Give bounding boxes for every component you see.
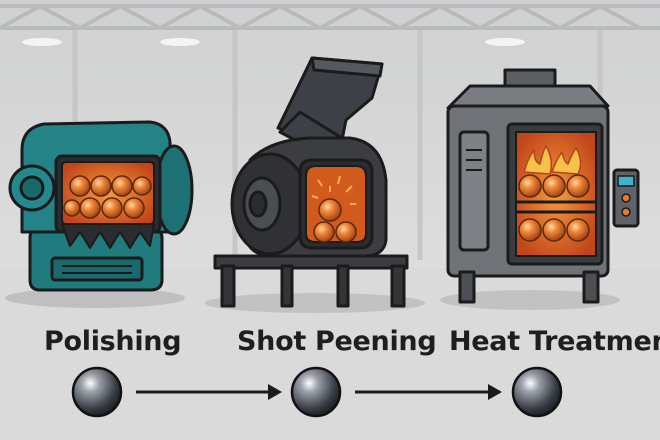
- stage-label-shot-peening: Shot Peening: [237, 326, 437, 357]
- polishing-machine: [8, 120, 194, 292]
- heat-treatment-furnace: [446, 68, 640, 304]
- stage-label-polishing: Polishing: [44, 326, 182, 357]
- steel-ball-icon: [290, 366, 342, 418]
- stage-label-heat-treatment: Heat Treatment: [449, 326, 660, 357]
- arrow-right-icon: [488, 384, 502, 400]
- arrow-right-icon: [268, 384, 282, 400]
- shot-peening-machine: [213, 56, 409, 308]
- shadow: [205, 293, 425, 313]
- roof-truss: [0, 3, 660, 31]
- steel-ball-icon: [511, 366, 563, 418]
- shadow: [5, 288, 185, 308]
- ceiling-lights: [22, 38, 525, 46]
- flame-icon: [523, 145, 582, 175]
- shadow: [440, 290, 620, 310]
- sparks: [311, 175, 356, 205]
- steel-ball-icon: [71, 366, 123, 418]
- process-flow: [71, 366, 563, 418]
